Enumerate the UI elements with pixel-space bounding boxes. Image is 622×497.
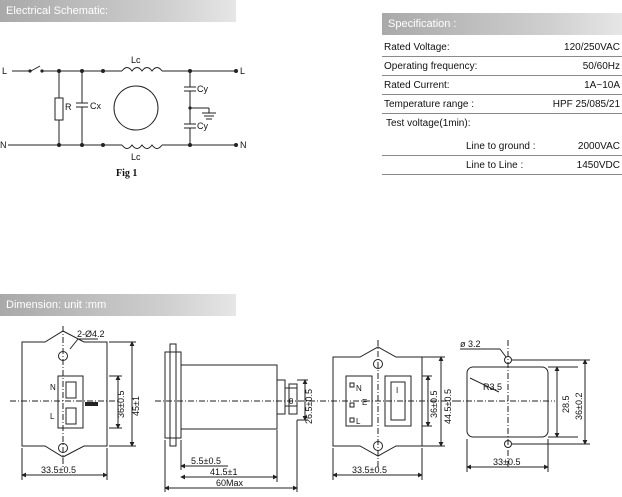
schematic-label-Lc-top: Lc xyxy=(131,55,141,65)
spec-label: Rated Current: xyxy=(384,80,450,91)
spec-row-line-to-line: Line to Line : 1450VDC xyxy=(382,156,622,175)
spec-label: Operating frequency: xyxy=(384,61,478,72)
dim-phi32: ø 3.2 xyxy=(460,339,481,349)
spec-label: Line to ground : xyxy=(466,141,536,152)
dim-cutout-33: 33±0.5 xyxy=(493,457,520,467)
electrical-schematic: L N L N Lc Lc R Cx Cy Cy Fig 1 xyxy=(0,55,247,179)
spec-label: Line to Line : xyxy=(466,160,524,171)
schematic-caption: Fig 1 xyxy=(116,168,137,179)
schematic-label-N-out: N xyxy=(240,140,247,150)
dim-front-width: 33.5±0.5 xyxy=(41,465,76,475)
dim-side-55: 5.5±0.5 xyxy=(191,456,221,466)
spec-value: HPF 25/085/21 xyxy=(552,99,620,110)
schematic-label-Lc-bottom: Lc xyxy=(131,152,141,162)
dim-hole: 2-Ø4.2 xyxy=(77,329,105,339)
schematic-label-L-out: L xyxy=(240,66,245,76)
spec-label: Test voltage(1min): xyxy=(386,118,471,129)
spec-value: 120/250VAC xyxy=(564,42,620,53)
pin-label-L: L xyxy=(50,412,55,421)
dimension-drawings: 2-Ø4.2 N L 36±0.5 45±1 33.5±0.5 26.5±0.5… xyxy=(10,326,590,492)
spec-row-line-to-ground: Line to ground : 2000VAC xyxy=(382,137,622,156)
schematic-label-Cx: Cx xyxy=(90,101,101,111)
spec-row-test-voltage: Test voltage(1min): xyxy=(382,114,622,133)
schematic-label-Cy-top: Cy xyxy=(197,84,208,94)
dim-side-415: 41.5±1 xyxy=(210,467,237,477)
spec-label: Rated Voltage: xyxy=(384,42,450,53)
dim-back-width: 33.5±0.5 xyxy=(352,465,387,475)
schematic-header: Electrical Schematic: xyxy=(0,0,236,22)
spec-value: 1450VDC xyxy=(576,160,620,171)
pin-label-back-L: L xyxy=(356,417,361,426)
pin-label-back-E: E xyxy=(362,398,367,407)
spec-label: Temperature range : xyxy=(384,99,475,110)
dim-front-inner-height: 36±0.5 xyxy=(116,391,126,418)
dim-front-outer-height: 45±1 xyxy=(131,396,141,416)
spec-row-rated-voltage: Rated Voltage: 120/250VAC xyxy=(382,38,622,57)
pin-label-N: N xyxy=(50,383,56,392)
specification-table: Rated Voltage: 120/250VAC Operating freq… xyxy=(382,38,622,175)
switch-label-0: 0 xyxy=(289,397,294,406)
spec-value: 1A~10A xyxy=(584,80,620,91)
dim-back-outer-height: 44.5±0.5 xyxy=(443,389,453,424)
switch-label-I: I xyxy=(396,386,398,395)
schematic-label-R: R xyxy=(65,102,72,112)
spec-value: 50/60Hz xyxy=(582,61,620,72)
dim-r35: R3.5 xyxy=(483,382,502,392)
dim-back-inner-height: 36±0.5 xyxy=(429,391,439,418)
specification-header: Specification : xyxy=(382,13,622,35)
dimension-header: Dimension: unit :mm xyxy=(0,294,236,316)
dim-side-265: 26.5±0.5 xyxy=(304,389,314,424)
spec-row-temperature: Temperature range : HPF 25/085/21 xyxy=(382,95,622,114)
spec-value: 2000VAC xyxy=(577,141,620,152)
schematic-label-L-in: L xyxy=(2,66,7,76)
dim-side-60: 60Max xyxy=(216,478,244,488)
dim-cutout-36: 36±0.2 xyxy=(574,393,584,420)
spec-row-rated-current: Rated Current: 1A~10A xyxy=(382,76,622,95)
dim-cutout-285: 28.5 xyxy=(561,395,571,413)
schematic-label-Cy-bottom: Cy xyxy=(197,121,208,131)
spec-row-frequency: Operating frequency: 50/60Hz xyxy=(382,57,622,76)
schematic-label-N-in: N xyxy=(0,140,7,150)
pin-label-back-N: N xyxy=(356,384,362,393)
